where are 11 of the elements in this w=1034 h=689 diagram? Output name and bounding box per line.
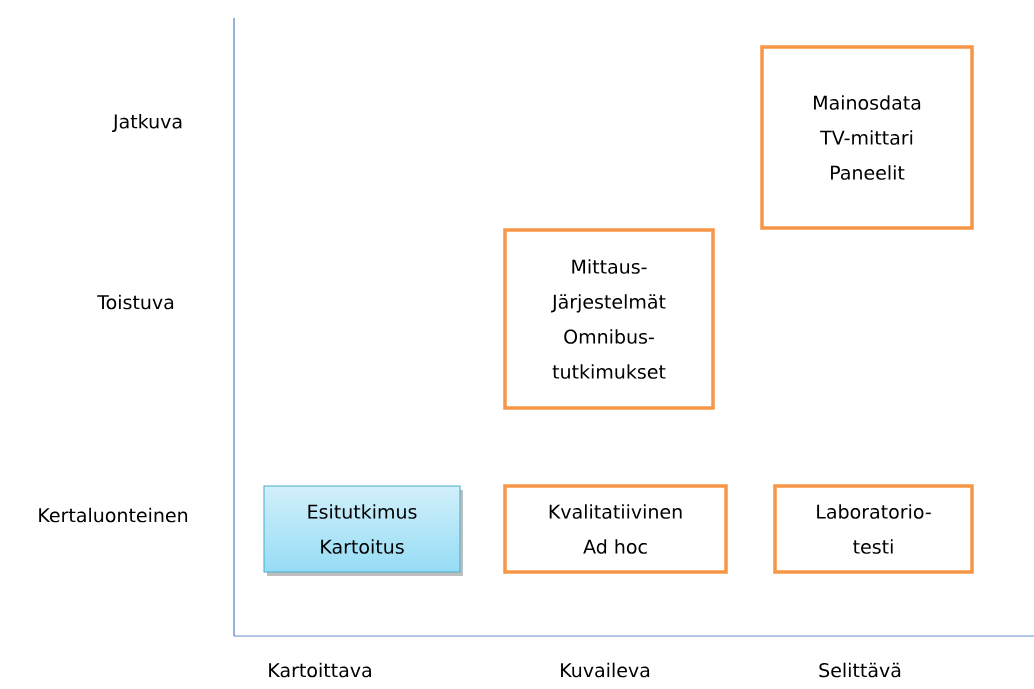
axis-label: Selittävä	[819, 662, 901, 678]
category-box: Mainosdata TV-mittari Paneelit	[760, 45, 974, 230]
category-box: Mittaus- Järjestelmät Omnibus- tutkimukset	[503, 228, 715, 410]
axis-label: Kuvaileva	[561, 662, 650, 678]
category-box: Laboratorio- testi	[773, 484, 974, 574]
axis-label: Kartoittava	[269, 662, 371, 678]
category-box: Kvalitatiivinen Ad hoc	[503, 484, 728, 574]
axis-label: Toistuva	[97, 294, 174, 310]
axis-label: Kertaluonteinen	[39, 507, 188, 523]
category-box: Esitutkimus Kartoitus	[263, 485, 461, 573]
axis-label: Jatkuva	[112, 113, 182, 133]
